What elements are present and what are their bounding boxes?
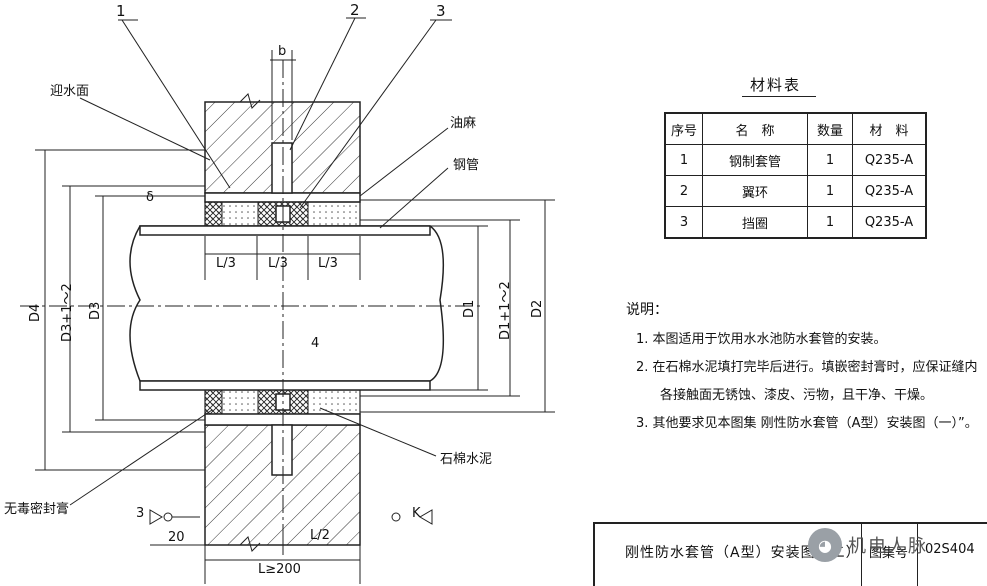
label-l3-a: L/3 (216, 256, 236, 271)
label-sec3: 3 (136, 506, 145, 521)
table-cell: 3 (664, 206, 703, 239)
table-row: 2 翼环 1 Q235-A (664, 175, 927, 207)
label-d2: D2 (530, 299, 545, 318)
pipe-wall-bottom (139, 380, 431, 391)
label-steel-pipe: 钢管 (453, 158, 480, 173)
table-header-row: 序号 名 称 数量 材 料 (664, 112, 927, 145)
label-d3: D3 (88, 301, 103, 320)
label-l3-b: L/3 (268, 256, 288, 271)
notes-heading: 说明： (626, 302, 668, 318)
label-water-face: 迎水面 (50, 84, 90, 99)
table-cell: 2 (664, 175, 703, 207)
material-table: 序号 名 称 数量 材 料 1 钢制套管 1 Q235-A 2 翼环 1 Q23… (664, 112, 927, 239)
notes: 说明： 1. 本图适用于饮用水水池防水套管的安装。 2. 在石棉水泥填打完毕后进… (626, 296, 978, 438)
drawing-title: 刚性防水套管（A型）安装图（二） (625, 545, 861, 561)
watermark-text: 机电人脉 (848, 536, 928, 557)
table-cell: 翼环 (702, 175, 808, 207)
header-cell: 数量 (807, 112, 853, 145)
pipe-wall-top (139, 225, 431, 236)
label-oakum: 油麻 (450, 116, 477, 131)
atlas-label: 图集号 (869, 546, 909, 561)
label-seck: K (412, 506, 421, 521)
label-b: b (278, 44, 287, 59)
sealant-bottom-left (204, 389, 223, 415)
atlas-number: 02S404 (925, 542, 975, 557)
wing-ring-top (271, 142, 293, 194)
section-3-circle (163, 512, 173, 522)
note-2-continued: 各接触面无锈蚀、漆皮、污物，且干净、干燥。 (660, 388, 934, 403)
wall-break-top (239, 93, 261, 109)
label-l2: L/2 (310, 528, 330, 543)
label-d1: D1 (462, 299, 477, 318)
label-lmin: L≥200 (258, 562, 301, 577)
table-row: 3 挡圈 1 Q235-A (664, 206, 927, 239)
watermark: ◕ 机电人脉 (808, 528, 928, 562)
table-cell: Q235-A (852, 175, 927, 207)
label-l3-c: L/3 (318, 256, 338, 271)
header-cell: 名 称 (702, 112, 808, 145)
table-cell: 1 (807, 175, 853, 207)
table-cell: Q235-A (852, 144, 927, 176)
table-cell: 1 (807, 206, 853, 239)
title-block-divider (917, 524, 918, 586)
label-d1-2: D1+1～2 (498, 281, 513, 340)
label-d4: D4 (28, 303, 43, 322)
material-table-title: 材料表 (750, 76, 802, 94)
header-cell: 序号 (664, 112, 703, 145)
note-2: 2. 在石棉水泥填打完毕后进行。填嵌密封膏时，应保证缝内 (636, 360, 978, 375)
table-cell: 1 (664, 144, 703, 176)
wall-break-bottom (239, 536, 261, 552)
label-asbestos-cement: 石棉水泥 (440, 452, 493, 467)
section-k-arrow (419, 509, 433, 525)
title-block: 刚性防水套管（A型）安装图（二） 图集号 02S404 (593, 522, 987, 586)
label-sealant: 无毒密封膏 (4, 502, 70, 517)
header-cell: 材 料 (852, 112, 927, 145)
section-3-arrow (149, 509, 163, 525)
callout-1: 1 (116, 2, 126, 20)
table-cell: 挡圈 (702, 206, 808, 239)
label-four: 4 (311, 336, 320, 351)
title-block-divider (861, 524, 862, 586)
steel-pipe (129, 225, 445, 382)
label-twenty: 20 (168, 530, 185, 545)
callout-3: 3 (436, 2, 446, 20)
wechat-icon: ◕ (808, 528, 842, 562)
table-cell: Q235-A (852, 206, 927, 239)
table-cell: 钢制套管 (702, 144, 808, 176)
table-row: 1 钢制套管 1 Q235-A (664, 144, 927, 176)
note-1: 1. 本图适用于饮用水水池防水套管的安装。 (636, 332, 887, 347)
note-3: 3. 其他要求见本图集 刚性防水套管（A型）安装图（一）”。 (636, 416, 978, 431)
section-k-circle (391, 512, 401, 522)
label-delta: δ (146, 190, 154, 205)
table-cell: 1 (807, 144, 853, 176)
label-d3-2: D3+1～2 (60, 283, 75, 342)
sealant-top-left (204, 201, 223, 227)
wing-ring-bottom (271, 424, 293, 476)
callout-2: 2 (350, 1, 360, 19)
material-table-title-underline (742, 96, 816, 97)
